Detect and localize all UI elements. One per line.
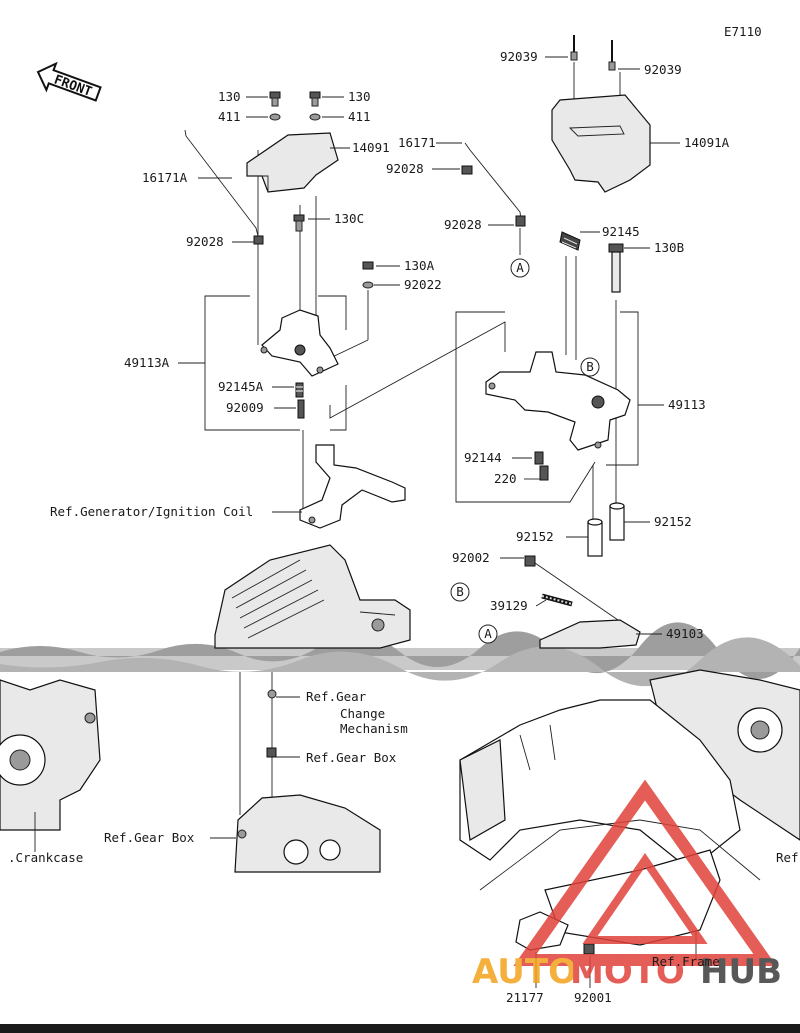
reference-label: .Crankcase <box>8 850 83 865</box>
svg-text:B: B <box>456 584 464 599</box>
part-number: 92145 <box>602 224 640 239</box>
bolt-130a-icon <box>362 261 374 270</box>
svg-text:A: A <box>484 626 492 641</box>
watermark-logo: AUTO MOTO HUB <box>472 779 782 992</box>
spring-icon <box>534 451 544 465</box>
part-number: 92022 <box>404 277 442 292</box>
reference-label: Ref <box>776 850 799 865</box>
part-number: 16171 <box>398 135 436 150</box>
part-number: 92028 <box>444 217 482 232</box>
part-number: 130A <box>404 258 435 273</box>
part-number: 49113A <box>124 355 170 370</box>
bolt-92002-icon <box>524 555 536 567</box>
part-number: 16171A <box>142 170 188 185</box>
watermark-hub: HUB <box>700 952 782 992</box>
part-number: 14091A <box>684 135 730 150</box>
bolt-130b-icon <box>608 243 624 293</box>
pin-icon <box>608 40 616 71</box>
cover-14091a <box>551 94 651 193</box>
watermark-moto: MOTO <box>570 952 685 992</box>
part-number: 92028 <box>386 161 424 176</box>
pin-icon <box>570 35 578 61</box>
watermark-triangle-icon <box>513 779 777 966</box>
spring-icon <box>559 231 581 251</box>
bolt-icon <box>309 91 321 107</box>
watermark-auto: AUTO <box>472 952 577 992</box>
reference-label: Mechanism <box>340 721 408 736</box>
lower-left-crankcase <box>0 679 101 852</box>
spring-39129-icon <box>541 593 573 607</box>
right-assembly <box>455 35 651 649</box>
part-number: 92144 <box>464 450 502 465</box>
bracket-49103 <box>539 619 641 649</box>
part-number: 411 <box>348 109 371 124</box>
clip-icon <box>515 215 526 227</box>
engine-head <box>214 544 411 649</box>
lower-center-gearbox <box>234 672 381 873</box>
cover-14091 <box>246 132 339 193</box>
torn-band <box>0 622 800 687</box>
marker-a-upper: A <box>510 258 530 278</box>
reference-label: Ref.Gear Box <box>104 830 195 845</box>
lever-49113 <box>485 351 631 451</box>
sleeve-icon <box>587 518 603 557</box>
clip-icon <box>461 165 473 175</box>
reference-label: Ref.Frame <box>652 954 720 969</box>
reference-label: Ref.Gear Box <box>306 750 397 765</box>
bolt-130c-icon <box>293 214 305 232</box>
pin-icon <box>297 399 305 419</box>
reference-label: Ref.Generator/Ignition Coil <box>50 504 253 519</box>
diagram-code: E7110 <box>724 24 762 39</box>
reference-label: Ref.Gear <box>306 689 367 704</box>
lever-49113a <box>261 309 339 377</box>
part-number: 411 <box>218 109 241 124</box>
generator-bracket <box>299 444 406 529</box>
svg-text:B: B <box>586 359 594 374</box>
marker-a-lower: A <box>478 624 498 644</box>
part-number: 39129 <box>490 598 528 613</box>
part-number: 92028 <box>186 234 224 249</box>
left-assembly <box>184 91 506 649</box>
leader-lines <box>178 56 680 839</box>
bolt-220-icon <box>539 465 549 481</box>
part-number: 130 <box>348 89 371 104</box>
part-number: 92152 <box>654 514 692 529</box>
part-number: 92009 <box>226 400 264 415</box>
part-number: 21177 <box>506 990 544 1005</box>
sleeve-icon <box>609 502 625 541</box>
clip-icon <box>253 235 264 245</box>
front-arrow-icon: FRONT <box>36 61 102 102</box>
part-number: 92145A <box>218 379 264 394</box>
part-number: 92039 <box>500 49 538 64</box>
reference-label: Change <box>340 706 385 721</box>
part-number: 130C <box>334 211 364 226</box>
bolt-icon <box>269 91 281 107</box>
callout-labels: E7110 92039 92039 14091A 130 130 411 411… <box>8 24 799 1005</box>
svg-text:A: A <box>516 260 524 275</box>
part-number: 92001 <box>574 990 612 1005</box>
part-number: 130B <box>654 240 684 255</box>
part-number: 92152 <box>516 529 554 544</box>
part-number: 130 <box>218 89 241 104</box>
part-number: 49103 <box>666 626 704 641</box>
part-number: 92002 <box>452 550 490 565</box>
part-number: 49113 <box>668 397 706 412</box>
part-number: 220 <box>494 471 517 486</box>
spring-icon <box>295 382 304 398</box>
marker-b-upper: B <box>580 357 600 377</box>
bottom-border <box>0 1024 800 1033</box>
part-number: 92039 <box>644 62 682 77</box>
part-number: 14091 <box>352 140 390 155</box>
marker-b-lower: B <box>450 582 470 602</box>
